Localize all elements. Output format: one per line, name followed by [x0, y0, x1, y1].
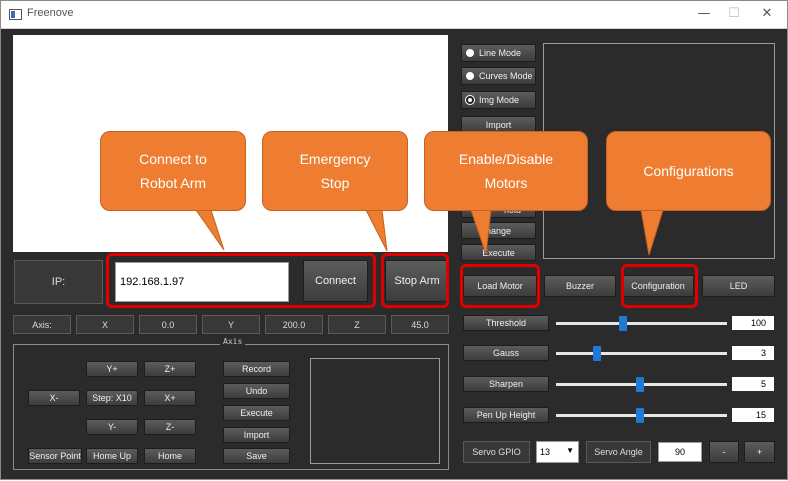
configuration-button[interactable]: Configuration — [622, 275, 694, 297]
x-minus-button[interactable]: X- — [28, 390, 80, 406]
slider-handle[interactable] — [593, 346, 601, 361]
callout-connect: Connect to Robot Arm — [100, 131, 246, 211]
img-mode-label: Img Mode — [479, 95, 520, 105]
record-button[interactable]: Record — [223, 361, 290, 377]
x-plus-button[interactable]: X+ — [144, 390, 196, 406]
servo-angle-input[interactable]: 90 — [658, 442, 702, 462]
axis-y-value: 200.0 — [265, 315, 323, 334]
gauss-slider[interactable] — [556, 346, 727, 361]
servo-gpio-select[interactable]: 13 ▼ — [536, 441, 579, 463]
undo-button[interactable]: Undo — [223, 383, 290, 399]
record-preview — [310, 358, 440, 464]
servo-angle-label: Servo Angle — [586, 441, 651, 463]
slider-handle[interactable] — [619, 316, 627, 331]
title-bar: Freenove — ☐ ✕ — [1, 1, 787, 29]
stop-arm-highlight — [381, 253, 449, 308]
slider-handle[interactable] — [636, 408, 644, 423]
threshold-value[interactable]: 100 — [732, 316, 774, 330]
execute-record-button[interactable]: Execute — [223, 405, 290, 421]
axis-x-label: X — [76, 315, 134, 334]
axis-panel-title: Axis — [220, 337, 246, 346]
maximize-icon[interactable]: ☐ — [728, 6, 740, 21]
axis-y-label: Y — [202, 315, 260, 334]
z-minus-button[interactable]: Z- — [144, 419, 196, 435]
pen-up-height-value[interactable]: 15 — [732, 408, 774, 422]
callout-configurations-text: Configurations — [643, 163, 734, 179]
minimize-icon[interactable]: — — [697, 6, 711, 21]
load-motor-highlight — [460, 264, 540, 308]
axis-z-label: Z — [328, 315, 386, 334]
axis-label: Axis: — [13, 315, 71, 334]
home-button[interactable]: Home — [144, 448, 196, 464]
chevron-down-icon: ▼ — [566, 446, 574, 455]
servo-minus-button[interactable]: - — [709, 441, 739, 463]
callout-motors-text: Enable/Disable Motors — [458, 151, 554, 191]
callout-tail-motors — [470, 209, 492, 255]
sharpen-slider[interactable] — [556, 377, 727, 392]
sensor-point-button[interactable]: Sensor Point — [28, 448, 82, 464]
radio-dot-icon — [466, 72, 474, 80]
gauss-value[interactable]: 3 — [732, 346, 774, 360]
pen-up-height-slider[interactable] — [556, 408, 727, 423]
led-button[interactable]: LED — [702, 275, 775, 297]
callout-tail-connect — [195, 209, 225, 251]
threshold-slider[interactable] — [556, 316, 727, 331]
ip-label: IP: — [14, 260, 103, 304]
stop-arm-button[interactable]: Stop Arm — [385, 260, 449, 302]
line-mode-radio[interactable]: Line Mode — [461, 44, 536, 62]
load-motor-button[interactable]: Load Motor — [463, 275, 537, 297]
connect-highlight — [106, 253, 376, 308]
callout-configurations: Configurations — [606, 131, 771, 211]
slider-handle[interactable] — [636, 377, 644, 392]
close-icon[interactable]: ✕ — [761, 6, 773, 21]
curves-mode-radio[interactable]: Curves Mode — [461, 67, 536, 85]
y-plus-button[interactable]: Y+ — [86, 361, 138, 377]
callout-emergency: Emergency Stop — [262, 131, 408, 211]
servo-plus-button[interactable]: + — [744, 441, 775, 463]
radio-selected-icon — [466, 96, 474, 104]
sharpen-value[interactable]: 5 — [732, 377, 774, 391]
callout-tail-emergency — [365, 209, 388, 252]
connect-button[interactable]: Connect — [303, 260, 368, 302]
axis-x-value: 0.0 — [139, 315, 197, 334]
import-record-button[interactable]: Import — [223, 427, 290, 443]
img-mode-radio[interactable]: Img Mode — [461, 91, 536, 109]
servo-gpio-label: Servo GPIO — [463, 441, 530, 463]
execute-image-button[interactable]: Execute — [461, 244, 536, 261]
callout-tail-configurations — [640, 209, 664, 256]
threshold-button[interactable]: Threshold — [463, 315, 549, 331]
app-icon — [9, 9, 22, 20]
save-button[interactable]: Save — [223, 448, 290, 464]
buzzer-button[interactable]: Buzzer — [544, 275, 616, 297]
pen-up-height-button[interactable]: Pen Up Height — [463, 407, 549, 423]
axis-z-value: 45.0 — [391, 315, 449, 334]
servo-gpio-value: 13 — [540, 447, 551, 457]
callout-emergency-text: Emergency Stop — [299, 151, 371, 191]
curves-mode-label: Curves Mode — [479, 71, 533, 81]
step-button[interactable]: Step: X10 — [86, 390, 138, 406]
home-up-button[interactable]: Home Up — [86, 448, 138, 464]
sharpen-button[interactable]: Sharpen — [463, 376, 549, 392]
callout-connect-text: Connect to Robot Arm — [139, 151, 207, 191]
gauss-button[interactable]: Gauss — [463, 345, 549, 361]
y-minus-button[interactable]: Y- — [86, 419, 138, 435]
line-mode-label: Line Mode — [479, 48, 522, 58]
window-title: Freenove — [27, 7, 74, 19]
z-plus-button[interactable]: Z+ — [144, 361, 196, 377]
radio-dot-icon — [466, 49, 474, 57]
configuration-highlight — [621, 264, 698, 308]
ip-input[interactable]: 192.168.1.97 — [115, 262, 289, 302]
callout-motors: Enable/Disable Motors — [424, 131, 588, 211]
